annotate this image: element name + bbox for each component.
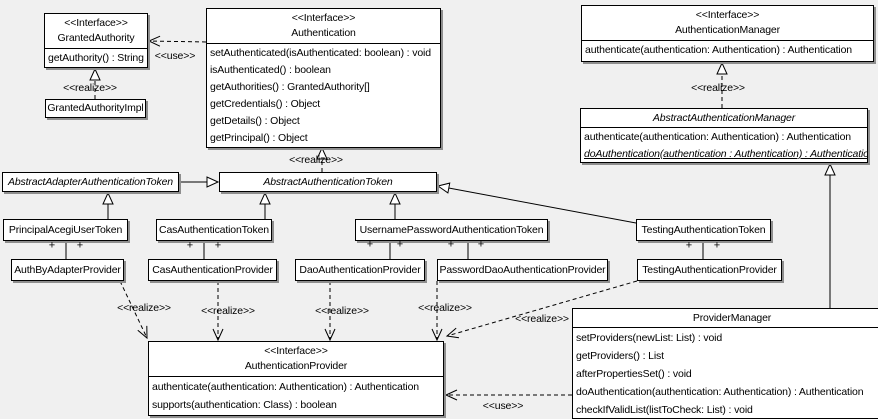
edge-generalization-testingauthenticationtoken-abstractauthenticationtoken [436,182,637,224]
method-row: doAuthentication(authentication: Authent… [576,386,864,398]
method-row: isAuthenticated() : boolean [210,64,331,76]
stereotype-label: <<Interface>> [64,17,128,29]
method-row: afterPropertiesSet() : void [576,368,692,380]
realize-label: <<realize>> [691,82,745,94]
class-abstract-adapter-authentication-token: AbstractAdapterAuthenticationToken [2,172,179,192]
realize-label: <<realize>> [418,302,472,314]
method-row: doAuthentication(authentication : Authen… [584,148,867,160]
class-header: <<Interface>> Authentication [207,9,440,44]
association-end-label: + [48,239,56,252]
class-testing-authentication-provider: TestingAuthenticationProvider [637,259,782,281]
class-granted-authority: <<Interface>> GrantedAuthority getAuthor… [44,13,148,68]
association-end-label: + [366,238,374,251]
method-row: getAuthorities() : GrantedAuthority[] [210,81,370,93]
association-end-label: + [477,238,485,251]
method-row: setAuthenticated(isAuthenticated: boolea… [210,47,431,59]
class-name: TestingAuthenticationToken [641,224,766,236]
class-cas-authentication-provider: CasAuthenticationProvider [148,259,277,281]
class-principal-acegi-user-token: PrincipalAcegiUserToken [3,219,128,241]
class-name: TestingAuthenticationProvider [642,264,777,276]
method-row: getPrincipal() : Object [210,132,308,144]
method-row: authenticate(authentication: Authenticat… [585,44,852,56]
association-end-label: + [214,239,222,252]
method-row: authenticate(authentication: Authenticat… [584,131,851,143]
association-end-label: + [186,239,194,252]
method-row: getAuthority() : String [48,52,144,64]
class-auth-by-adapter-provider: AuthByAdapterProvider [11,259,124,281]
class-name: CasAuthenticationToken [159,224,269,236]
association-end-label: + [713,239,721,252]
class-name: ProviderManager [573,309,878,328]
class-authentication-provider: <<Interface>> AuthenticationProvider aut… [148,341,444,416]
class-name: DaoAuthenticationProvider [299,264,421,276]
realize-label: <<realize>> [63,82,117,94]
method-row: checkIfValidList(listToCheck: List) : vo… [576,404,753,416]
class-name: AbstractAuthenticationManager [581,109,867,128]
stereotype-label: <<Interface>> [264,345,328,357]
method-row: getProviders() : List [576,350,664,362]
realize-label: <<realize>> [117,302,171,314]
class-name: AbstractAuthenticationToken [263,176,393,188]
class-header: <<Interface>> GrantedAuthority [45,14,147,49]
class-name: PasswordDaoAuthenticationProvider [439,264,606,276]
class-name: UsernamePasswordAuthenticationToken [359,224,544,236]
realize-label: <<realize>> [515,313,569,325]
class-cas-authentication-token: CasAuthenticationToken [156,219,272,241]
class-name: GrantedAuthorityImpl [47,102,144,114]
method-row: setProviders(newList: List) : void [576,332,723,344]
method-row: getDetails() : Object [210,115,300,127]
class-header: <<Interface>> AuthenticationProvider [149,342,443,377]
class-username-password-authentication-token: UsernamePasswordAuthenticationToken [355,219,548,241]
class-name: AbstractAdapterAuthenticationToken [8,176,173,188]
method-row: getCredentials() : Object [210,98,321,110]
association-end-label: + [76,239,84,252]
use-label: <<use>> [154,50,196,62]
class-dao-authentication-provider: DaoAuthenticationProvider [295,259,425,281]
class-password-dao-authentication-provider: PasswordDaoAuthenticationProvider [437,259,608,281]
class-name: GrantedAuthority [57,32,135,44]
realize-label: <<realize>> [201,305,255,317]
method-row: supports(authentication: Class) : boolea… [152,399,337,411]
association-end-label: + [447,238,455,251]
class-name: Authentication [291,27,356,39]
class-abstract-authentication-manager: AbstractAuthenticationManager authentica… [580,108,868,163]
method-row: authenticate(authentication: Authenticat… [152,381,419,393]
class-name: CasAuthenticationProvider [152,264,273,276]
class-provider-manager: ProviderManager setProviders(newList: Li… [572,308,878,419]
class-name: AuthByAdapterProvider [14,264,121,276]
class-name: AuthenticationManager [675,24,780,36]
class-authentication-manager: <<Interface>> AuthenticationManager auth… [581,5,874,62]
stereotype-label: <<Interface>> [291,12,356,24]
association-end-label: + [685,239,693,252]
class-granted-authority-impl: GrantedAuthorityImpl [45,99,146,118]
association-end-label: + [396,238,404,251]
class-authentication: <<Interface>> Authentication setAuthenti… [206,8,441,148]
class-abstract-authentication-token: AbstractAuthenticationToken [219,172,437,192]
class-header: <<Interface>> AuthenticationManager [582,6,873,41]
realize-label: <<realize>> [289,154,343,166]
class-testing-authentication-token: TestingAuthenticationToken [636,219,771,241]
realize-label: <<realize>> [315,305,369,317]
stereotype-label: <<Interface>> [695,9,760,21]
use-label: <<use>> [482,400,524,412]
edge-use-authentication-grantedauthority [147,35,207,47]
class-name: PrincipalAcegiUserToken [8,224,123,236]
class-name: AuthenticationProvider [244,360,348,372]
